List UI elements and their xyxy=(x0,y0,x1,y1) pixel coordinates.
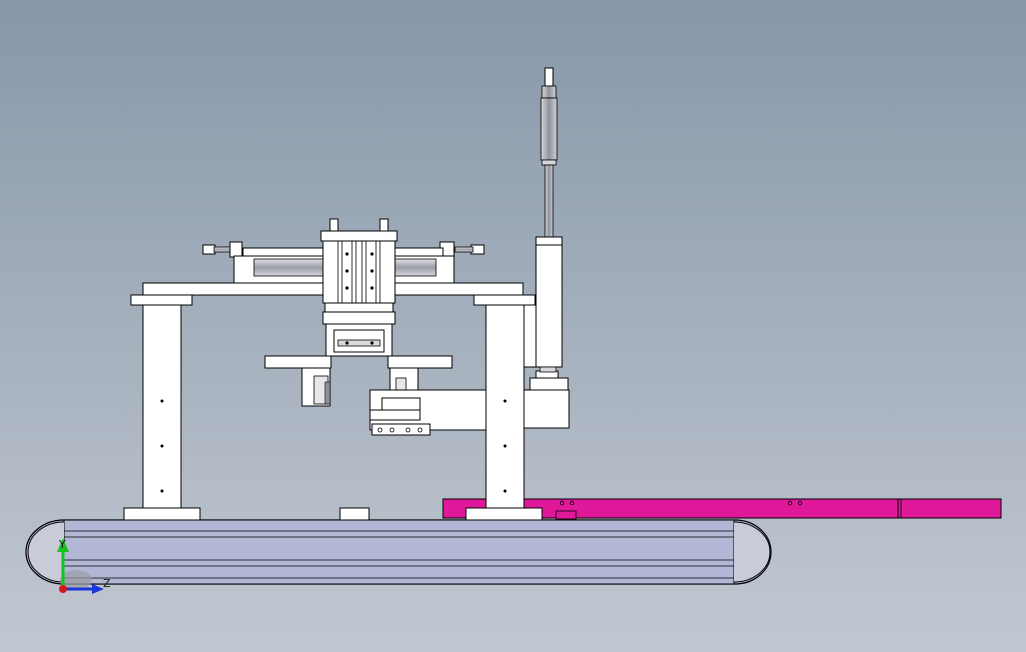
gripper-arms xyxy=(264,355,570,436)
axis-triad: Y Z xyxy=(57,538,111,594)
y-axis-label: Y xyxy=(58,538,66,551)
center-slide xyxy=(320,218,398,357)
z-axis-label: Z xyxy=(103,577,111,590)
frame xyxy=(123,282,543,521)
vertical-cylinder xyxy=(523,67,563,373)
magenta-bar xyxy=(442,498,1002,520)
base-rail xyxy=(25,519,772,585)
